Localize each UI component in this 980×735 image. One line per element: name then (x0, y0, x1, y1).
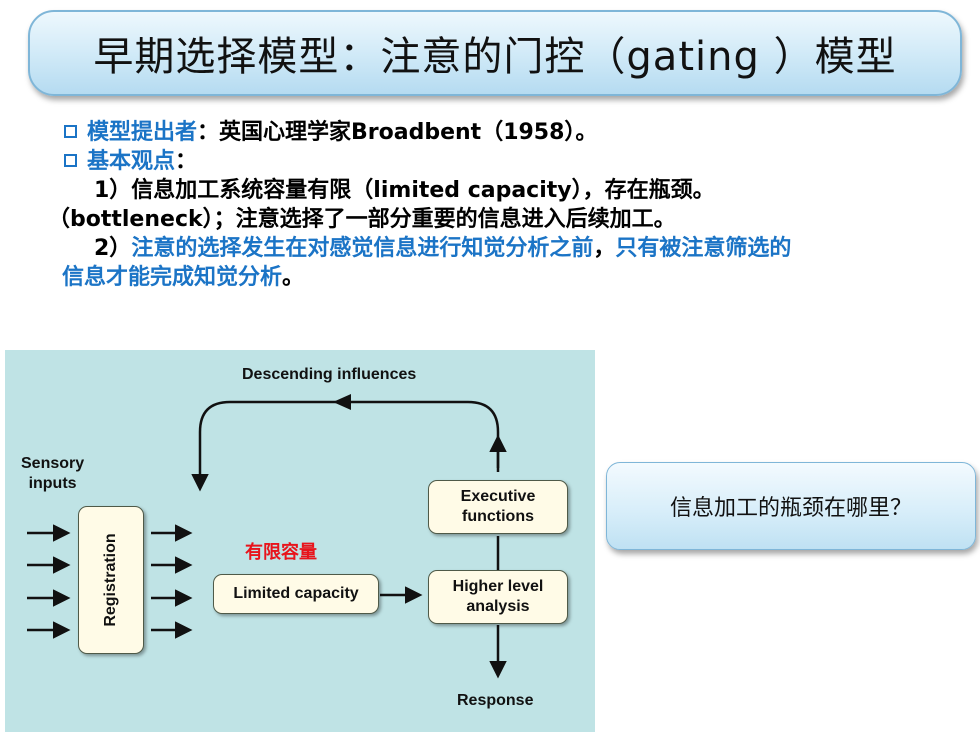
question-text: 信息加工的瓶颈在哪里？ (669, 496, 912, 521)
registration-output-arrows (151, 524, 193, 639)
descending-influence-loop (191, 400, 500, 492)
square-bullet-icon (64, 154, 77, 167)
point-2-line-2: 信息才能完成知觉分析。 (62, 263, 964, 292)
executive-label-line-1: Executive (460, 488, 536, 505)
point-2-number: 2） (94, 236, 132, 261)
bullet-list: 模型提出者：英国心理学家Broadbent（1958）。 基本观点： 1）信息加… (48, 118, 964, 292)
point-2-highlight-3: 信息才能完成知觉分析 (62, 265, 283, 290)
diagram-arrows (27, 394, 507, 679)
point-2-comma: ， (593, 236, 616, 261)
basic-view-label: 基本观点 (87, 149, 176, 174)
executive-functions-box: Executive functions (428, 480, 568, 534)
descending-influences-label: Descending influences (242, 366, 417, 383)
higher-level-analysis-box: Higher level analysis (428, 570, 568, 624)
question-callout: 信息加工的瓶颈在哪里？ (606, 462, 976, 550)
response-label: Response (457, 692, 534, 709)
higher-label-line-1: Higher level (452, 578, 544, 595)
limited-capacity-box: Limited capacity (213, 574, 379, 614)
registration-box: Registration (78, 506, 144, 654)
point-2-highlight-2: 只有被注意筛选的 (615, 236, 792, 261)
proposer-label: 模型提出者 (87, 120, 198, 145)
higher-label-line-2: analysis (466, 598, 530, 615)
point-1-line-2: （bottleneck）；注意选择了一部分重要的信息进入后续加工。 (48, 207, 676, 232)
registration-label: Registration (102, 533, 119, 627)
limited-capacity-label: Limited capacity (233, 585, 359, 602)
bullet-proposer: 模型提出者：英国心理学家Broadbent（1958）。 (64, 118, 964, 147)
limited-capacity-chinese-label: 有限容量 (245, 542, 317, 563)
proposer-text: ：英国心理学家Broadbent（1958）。 (197, 120, 598, 145)
executive-label-line-2: functions (462, 508, 534, 525)
title-banner: 早期选择模型：注意的门控（gating ）模型 (28, 10, 962, 96)
slide-title: 早期选择模型：注意的门控（gating ）模型 (93, 34, 897, 80)
sensory-input-arrows (27, 524, 71, 639)
square-bullet-icon (64, 125, 77, 138)
bullet-basic-view: 基本观点： (64, 147, 964, 176)
point-2-end: 。 (282, 265, 305, 290)
descending-midpoint-arrowhead (333, 394, 351, 410)
point-1-line-1: 1）信息加工系统容量有限（limited capacity），存在瓶颈。 (94, 178, 715, 203)
gating-model-diagram: Descending influences Sensory inputs Reg… (5, 350, 595, 732)
sensory-label-line-1: Sensory (21, 455, 85, 472)
sensory-label-line-2: inputs (28, 475, 77, 492)
basic-view-colon: ： (175, 149, 198, 174)
point-2-highlight-1: 注意的选择发生在对感觉信息进行知觉分析之前 (131, 236, 594, 261)
point-2-line-1: 2）注意的选择发生在对感觉信息进行知觉分析之前，只有被注意筛选的 (64, 234, 964, 263)
sensory-inputs-label: Sensory inputs (21, 454, 84, 494)
